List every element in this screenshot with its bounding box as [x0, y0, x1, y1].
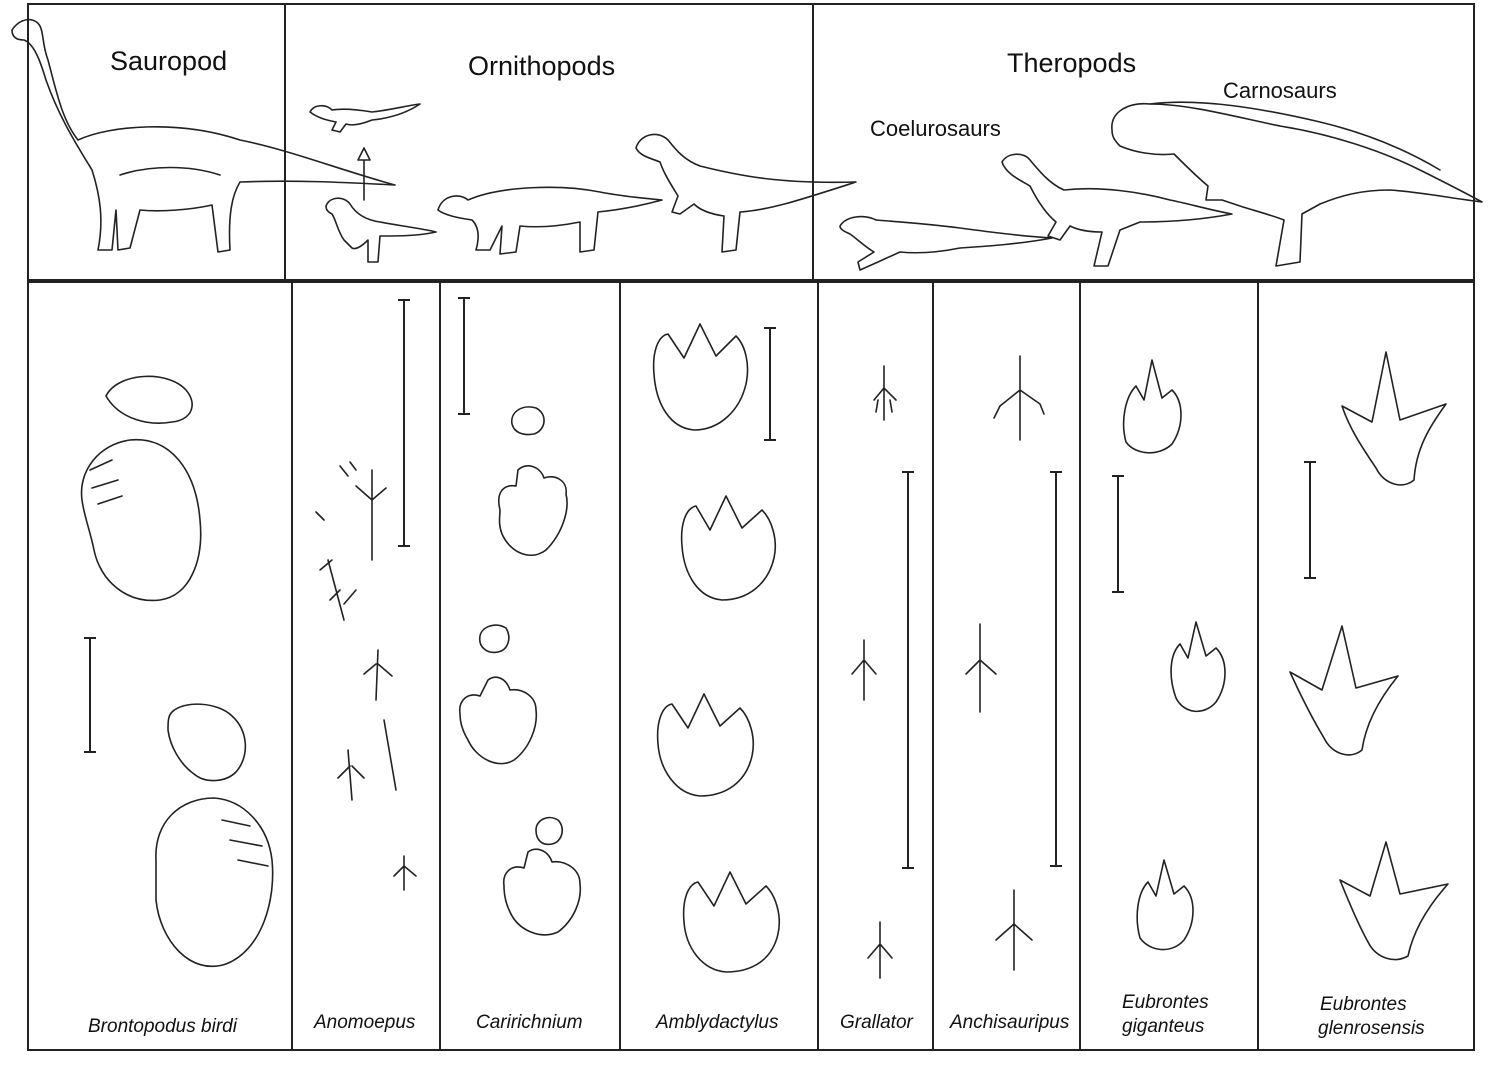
small-ornithopod-bottom-drawing: [325, 197, 437, 263]
small-ornithopod-top-drawing: [309, 103, 421, 133]
track-name-eubrontes-giganteus-2: giganteus: [1122, 1016, 1205, 1037]
track-name-anomoepus: Anomoepus: [313, 1012, 416, 1033]
label-theropods: Theropods: [1007, 48, 1136, 78]
label-carnosaurs: Carnosaurs: [1223, 78, 1337, 103]
anchisauripus-footprints: [965, 355, 1045, 971]
track-name-eubrontes-glenrosensis-1: Eubrontes: [1320, 994, 1407, 1015]
coelurosaur-standing-drawing: [1001, 153, 1233, 267]
label-coelurosaurs: Coelurosaurs: [870, 116, 1001, 141]
ornithopod-quadruped-drawing: [437, 186, 663, 255]
coelurosaur-crouching-drawing: [839, 215, 1053, 271]
label-ornithopods: Ornithopods: [468, 51, 615, 81]
eubrontes-glenrosensis-footprints: [1289, 351, 1449, 961]
carnosaur-drawing: [1111, 101, 1483, 267]
track-name-caririchnium: Caririchnium: [476, 1012, 583, 1033]
caririchnium-footprints: [458, 406, 582, 936]
track-name-amblydactylus: Amblydactylus: [655, 1012, 779, 1033]
tracks-panel: [27, 281, 1475, 1051]
grallator-footprints: [851, 365, 897, 979]
brontopodus-footprints: [80, 375, 274, 968]
evolution-arrowhead: [357, 147, 371, 161]
sauropod-drawing: [11, 18, 396, 253]
track-name-brontopodus: Brontopodus birdi: [88, 1016, 238, 1037]
eubrontes-giganteus-footprints: [1122, 359, 1226, 951]
track-name-eubrontes-giganteus-1: Eubrontes: [1122, 992, 1209, 1013]
amblydactylus-footprints: [652, 323, 781, 973]
label-sauropod: Sauropod: [110, 46, 227, 76]
track-name-grallator: Grallator: [840, 1012, 914, 1033]
track-name-eubrontes-glenrosensis-2: glenrosensis: [1318, 1018, 1425, 1039]
anomoepus-footprints: [315, 461, 417, 891]
header-panel: [27, 3, 1475, 281]
track-name-anchisauripus: Anchisauripus: [949, 1012, 1070, 1033]
iguanodont-drawing: [635, 133, 857, 253]
